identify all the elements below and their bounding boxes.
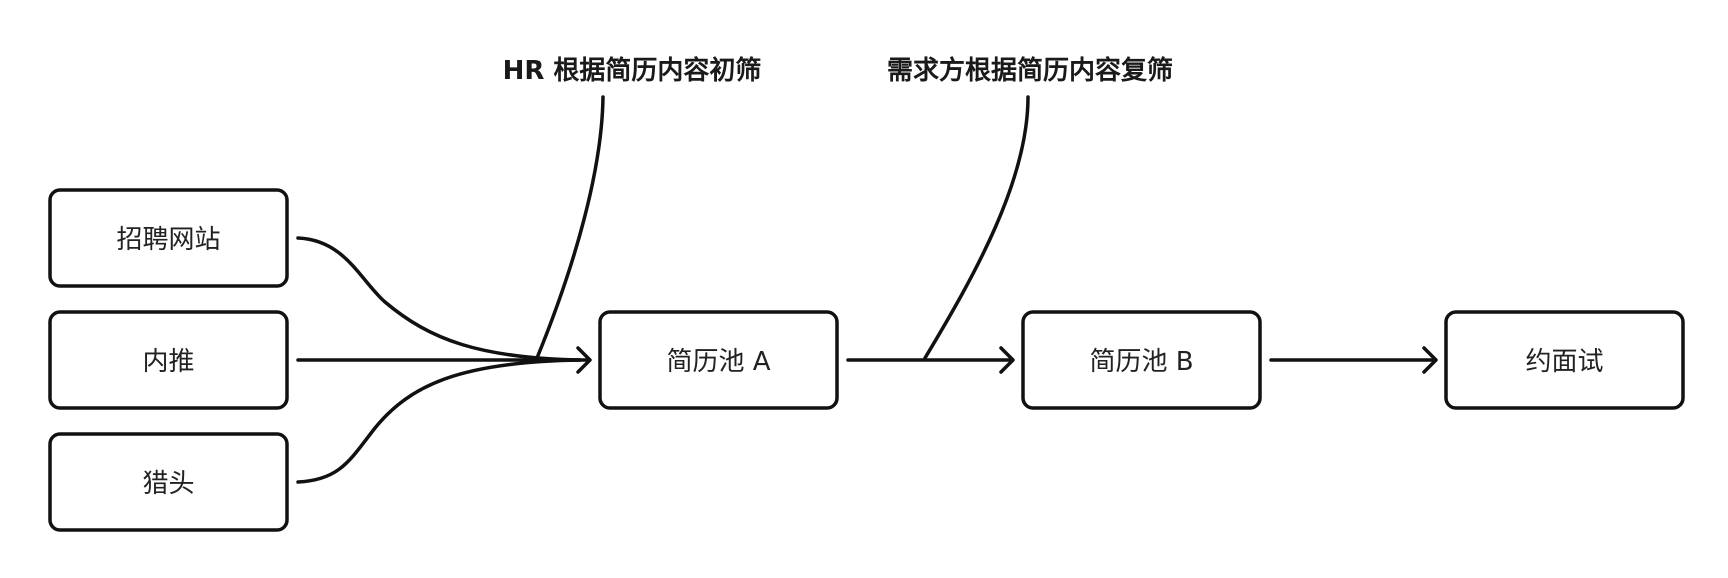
node-referral: 内推	[48, 310, 289, 410]
node-recruit-site: 招聘网站	[48, 188, 289, 288]
annotation-line-demand	[923, 95, 1030, 360]
node-recruit-site-label: 招聘网站	[116, 225, 220, 255]
arrowhead-pool-a	[576, 346, 592, 374]
annotation-line-hr	[535, 95, 605, 360]
node-pool-b: 简历池 B	[1021, 310, 1262, 410]
node-headhunter-label: 猎头	[142, 469, 194, 499]
node-pool-a-label: 简历池 A	[666, 347, 770, 377]
arrowhead-interview	[1422, 346, 1438, 374]
node-pool-b-label: 简历池 B	[1089, 347, 1193, 377]
node-pool-a: 简历池 A	[598, 310, 839, 410]
node-headhunter: 猎头	[48, 432, 289, 532]
node-referral-label: 内推	[142, 347, 194, 377]
arrowhead-pool-b	[999, 346, 1015, 374]
annotation-demand-screen: 需求方根据简历内容复筛	[887, 55, 1173, 86]
edge-recruit-site-to-pool-a	[296, 236, 582, 362]
edge-headhunter-to-pool-a	[296, 358, 582, 484]
node-interview: 约面试	[1444, 310, 1685, 410]
annotation-hr-screen: HR 根据简历内容初筛	[503, 55, 762, 86]
node-interview-label: 约面试	[1525, 347, 1603, 377]
